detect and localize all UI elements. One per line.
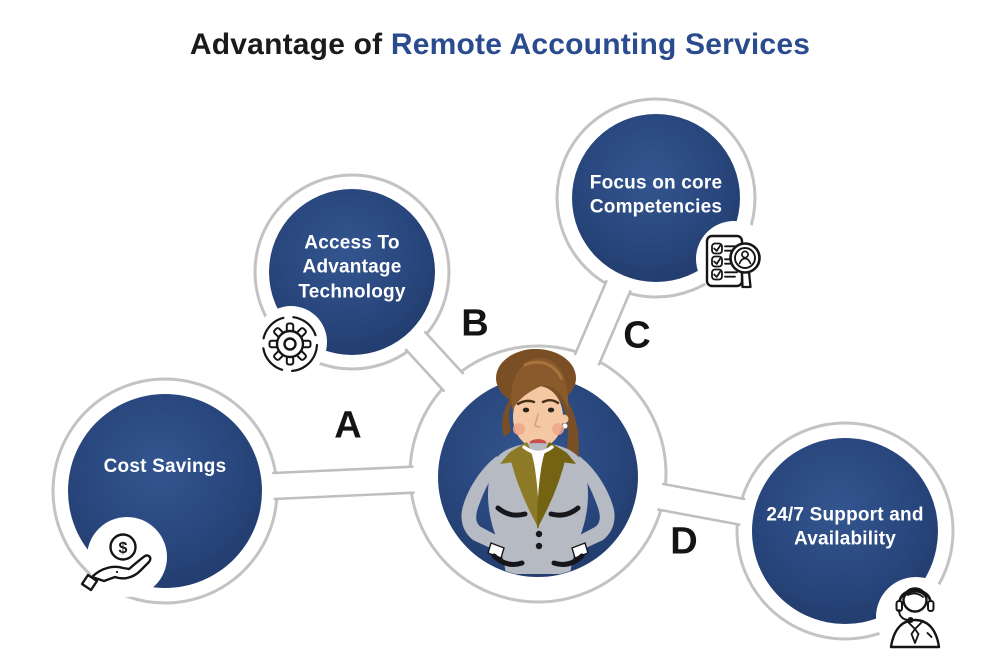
hand-holding-dollar-icon: $ (80, 533, 152, 592)
connector-tubes (246, 256, 771, 531)
node-circles (68, 114, 938, 624)
ring-competencies (555, 97, 757, 299)
connector-letters: A B C D (334, 303, 697, 563)
node-label-support: 24/7 Support and Availability (766, 504, 924, 550)
dollar-glyph: $ (119, 540, 128, 557)
letter-d: D (670, 521, 697, 563)
gear-icon (261, 315, 319, 373)
node-circle-support (752, 438, 938, 624)
page-title: Advantage of Remote Accounting Services (0, 28, 1000, 62)
node-label-cost-savings: Cost Savings (103, 455, 227, 477)
title-highlight: Remote Accounting Services (390, 28, 811, 61)
title-prefix: Advantage of (189, 28, 383, 61)
checklist-magnifier-icon (705, 234, 761, 289)
letter-a: A (334, 405, 361, 447)
letter-b: B (461, 303, 488, 345)
node-circle-competencies (572, 114, 740, 282)
node-label-competencies: Focus on core Competencies (589, 172, 723, 218)
ring-technology (253, 173, 451, 371)
node-label-technology: Access To Advantage Technology (298, 232, 406, 303)
businesswoman-illustration (461, 349, 615, 574)
ring-support (735, 421, 955, 641)
support-agent-headset-icon (889, 587, 941, 649)
letter-c: C (623, 315, 650, 357)
